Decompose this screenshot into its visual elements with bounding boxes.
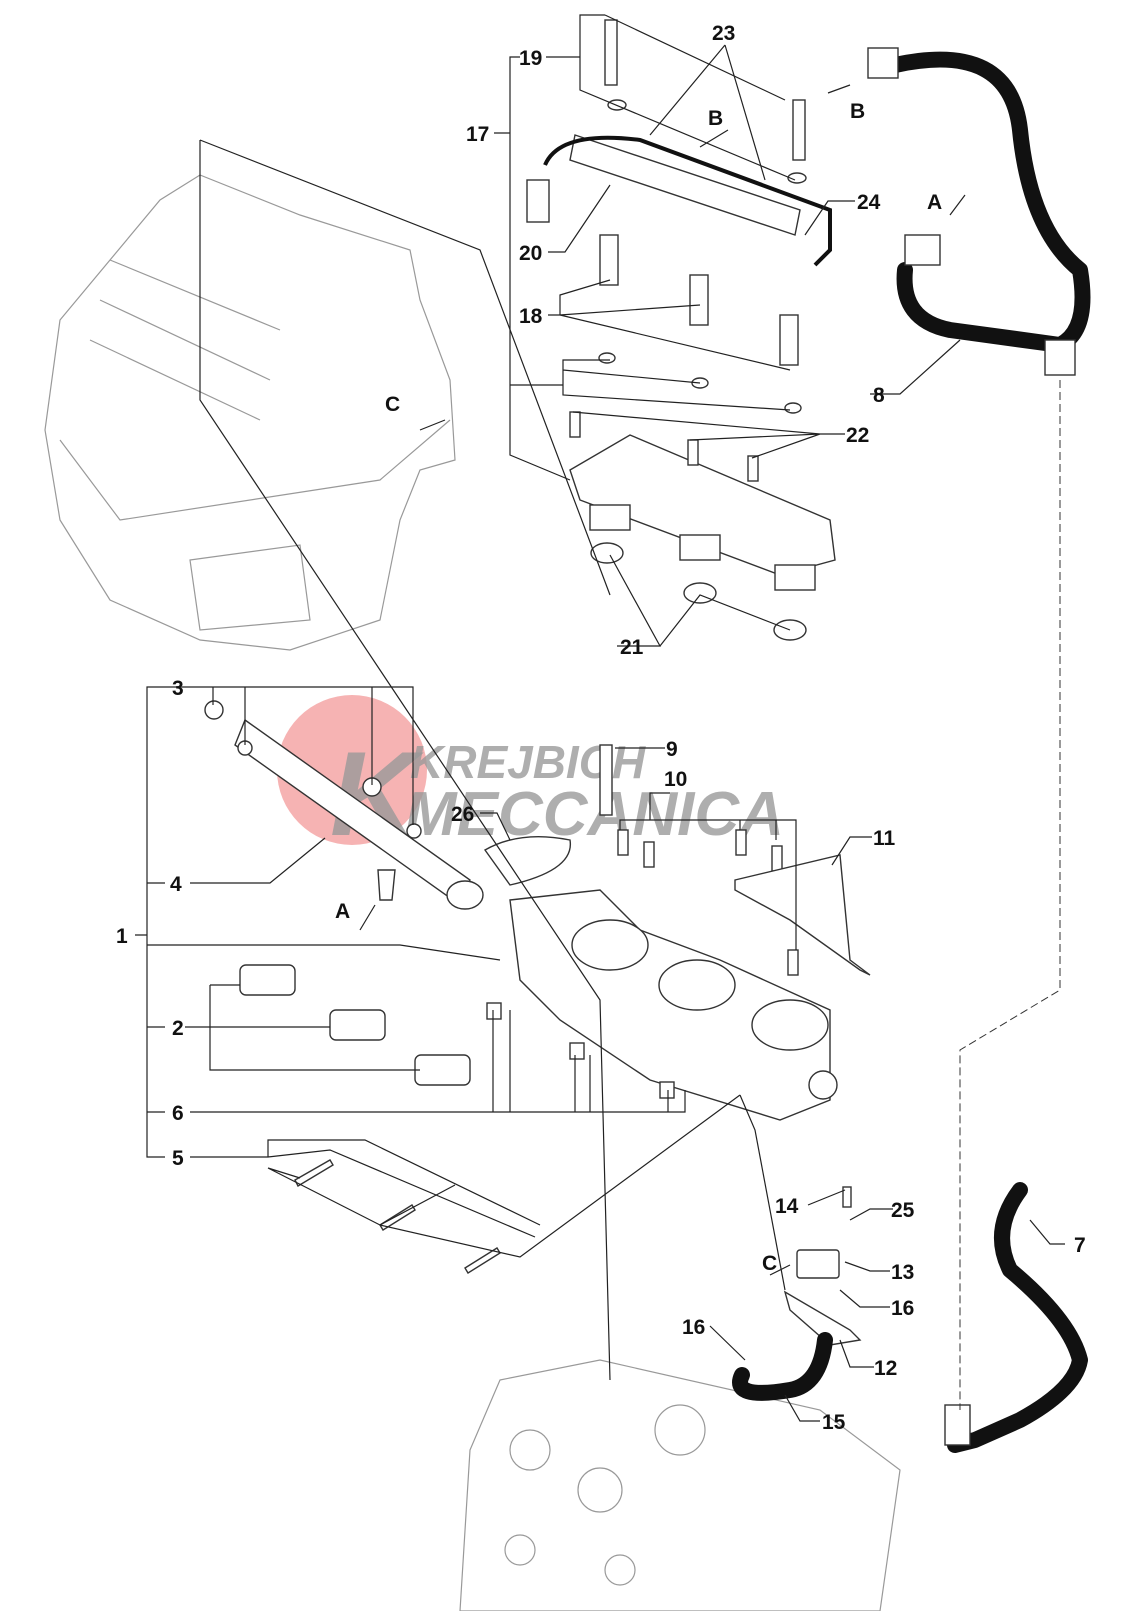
callout-12: 12 — [874, 1357, 897, 1380]
arrow-label-a: A — [335, 900, 350, 923]
screws-5 — [294, 1159, 501, 1274]
watermark-line2: MECCANICA — [405, 780, 784, 849]
arrow-label-b: B — [850, 100, 865, 123]
callout-5: 5 — [172, 1147, 184, 1170]
callout-14: 14 — [775, 1195, 799, 1218]
callout-11: 11 — [873, 827, 896, 850]
callout-26: 26 — [451, 803, 474, 826]
callout-24: 24 — [857, 191, 881, 214]
cylinder-head-ghost — [459, 1359, 901, 1611]
watermark: K KREJBICH MECCANICA — [277, 695, 784, 861]
arrow-label-c: C — [385, 393, 400, 416]
callouts: 23 19 17 24 20 18 8 22 21 3 9 10 26 11 4… — [116, 22, 1086, 1434]
callout-20: 20 — [519, 242, 542, 265]
callout-25: 25 — [891, 1199, 915, 1222]
callout-8: 8 — [873, 384, 885, 407]
callout-15: 15 — [822, 1411, 846, 1434]
leader-lines — [135, 14, 1065, 1422]
callout-10: 10 — [664, 768, 687, 791]
callout-16: 16 — [682, 1316, 705, 1339]
callout-13: 13 — [891, 1261, 914, 1284]
callout-4: 4 — [170, 873, 182, 896]
callout-19: 19 — [519, 47, 542, 70]
arrow-label-c: C — [762, 1252, 777, 1275]
airbox-ghost — [44, 174, 456, 651]
arrow-label-a: A — [927, 191, 942, 214]
callout-3: 3 — [172, 677, 184, 700]
throttle-body — [486, 744, 871, 1121]
callout-21: 21 — [620, 636, 644, 659]
callout-2: 2 — [172, 1017, 184, 1040]
arrow-label-b: B — [708, 107, 723, 130]
injectors-lower — [239, 964, 471, 1086]
fuel-rail-upper — [526, 19, 836, 641]
sensor-assembly — [732, 1182, 1088, 1453]
callout-23: 23 — [712, 22, 735, 45]
callout-9: 9 — [666, 738, 678, 761]
callout-1: 1 — [116, 925, 128, 948]
hose-8 — [867, 47, 1091, 376]
fuel-rail-lower — [204, 700, 571, 910]
callout-17: 17 — [466, 123, 489, 146]
callout-7: 7 — [1074, 1234, 1086, 1257]
callout-6: 6 — [172, 1102, 184, 1125]
watermark-circle — [277, 695, 427, 845]
callout-18: 18 — [519, 305, 543, 328]
callout-16: 16 — [891, 1297, 914, 1320]
callout-22: 22 — [846, 424, 869, 447]
